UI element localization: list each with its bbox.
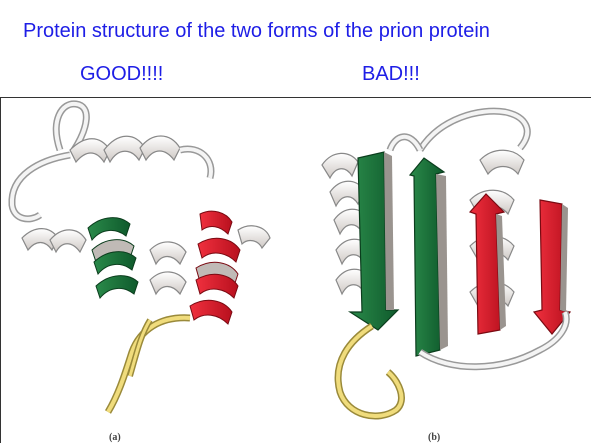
caption-a: (a)	[109, 432, 121, 443]
misfolded-prion-structure	[322, 111, 570, 416]
normal-prion-structure	[12, 104, 270, 412]
caption-b: (b)	[428, 432, 440, 443]
